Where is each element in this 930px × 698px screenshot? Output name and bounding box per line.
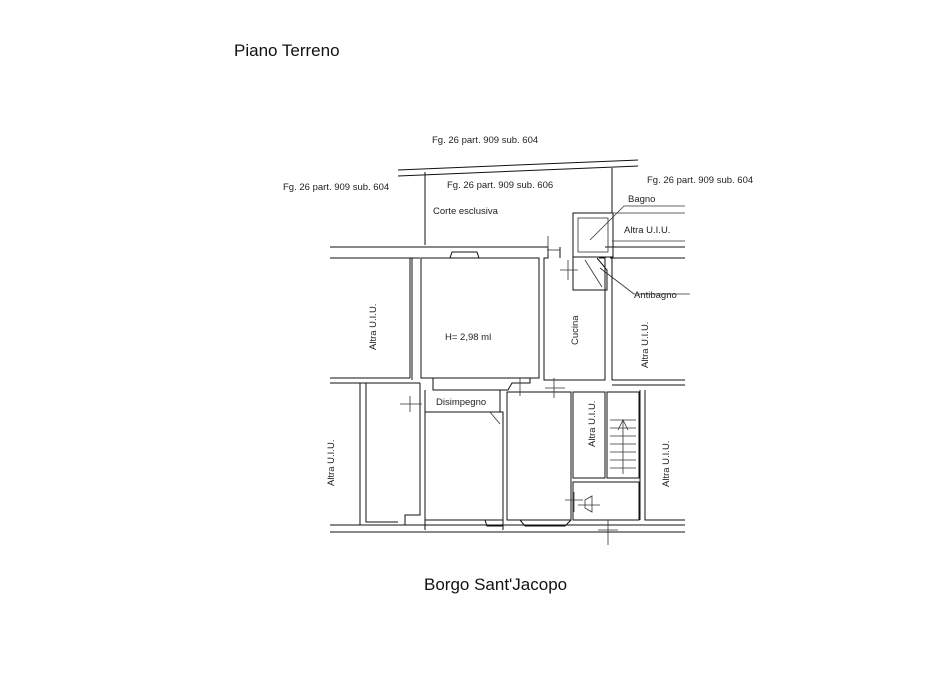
bathroom-block <box>572 205 690 295</box>
parcel-label-top: Fg. 26 part. 909 sub. 604 <box>432 135 538 146</box>
other-unit-label: Altra U.I.U. <box>587 401 598 447</box>
survey-marks <box>400 236 618 545</box>
entrance-area <box>572 481 640 521</box>
other-unit-label: Altra U.I.U. <box>661 441 672 487</box>
parcel-label-right: Fg. 26 part. 909 sub. 604 <box>647 175 753 186</box>
height-label: H= 2,98 ml <box>445 332 491 343</box>
hallway-label: Disimpegno <box>436 397 486 408</box>
parcel-label-center: Fg. 26 part. 909 sub. 606 <box>447 180 553 191</box>
kitchen-room <box>543 247 606 381</box>
left-unit-walls <box>330 258 421 526</box>
right-unit-walls <box>572 258 685 521</box>
antibathroom-label: Antibagno <box>634 290 677 301</box>
courtyard-boundary <box>397 159 639 245</box>
main-room <box>411 251 540 391</box>
other-unit-label: Altra U.I.U. <box>368 304 379 350</box>
courtyard-label: Corte esclusiva <box>433 206 499 217</box>
wall-upper <box>330 246 685 259</box>
stair <box>610 419 636 474</box>
lower-rooms <box>424 390 572 530</box>
parcel-label-left: Fg. 26 part. 909 sub. 604 <box>283 182 389 193</box>
street-name: Borgo Sant'Jacopo <box>424 575 567 594</box>
other-unit-label: Altra U.I.U. <box>624 225 670 236</box>
bathroom-label: Bagno <box>628 194 655 205</box>
other-unit-label: Altra U.I.U. <box>326 440 337 486</box>
street-wall <box>330 524 685 533</box>
kitchen-label: Cucina <box>570 315 581 345</box>
other-unit-label: Altra U.I.U. <box>640 322 651 368</box>
plan-title: Piano Terreno <box>234 41 340 60</box>
